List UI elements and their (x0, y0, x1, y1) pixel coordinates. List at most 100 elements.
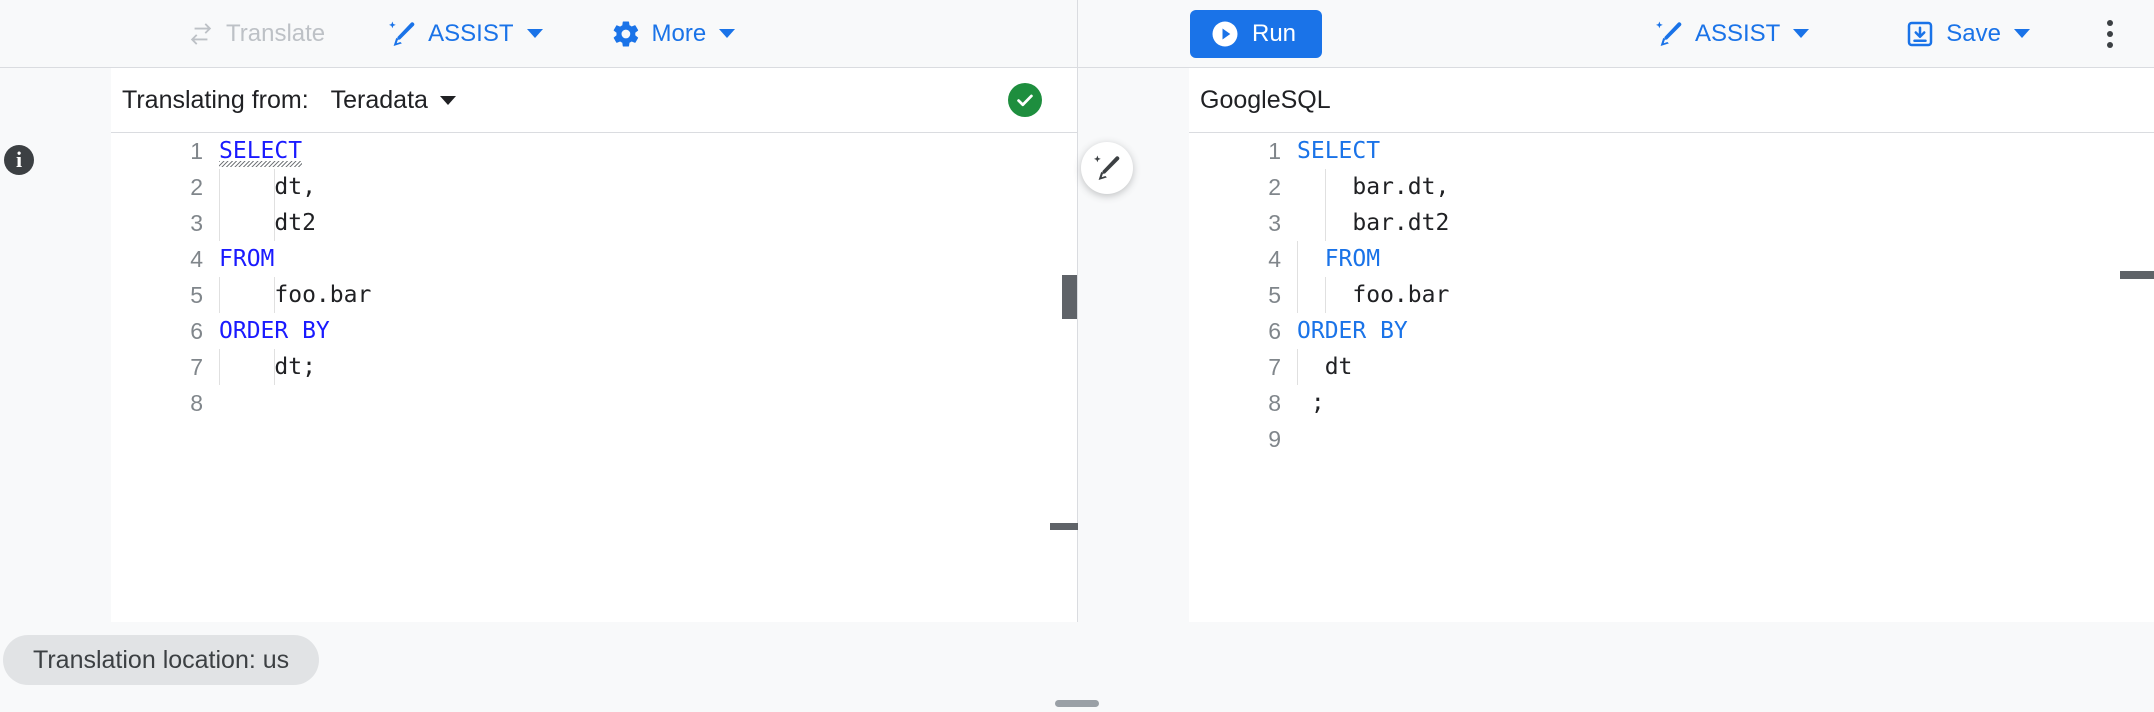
indent-guide (1297, 241, 1298, 277)
chevron-down-icon (2014, 29, 2030, 38)
code-text: SELECT (219, 138, 303, 164)
line-number: 6 (1268, 318, 1281, 344)
footer-bar: Translation location: us (0, 622, 2154, 712)
validation-status-badge (1008, 83, 1042, 117)
translating-from-label: Translating from: (122, 85, 309, 114)
line-number: 4 (1268, 246, 1281, 272)
code-line[interactable]: 7 dt; (111, 349, 1077, 385)
code-text: foo.bar (219, 282, 372, 308)
save-icon (1905, 19, 1935, 49)
source-horizontal-scrollbar[interactable] (1050, 523, 1078, 530)
line-number: 4 (190, 246, 203, 272)
code-text: ; (1297, 390, 1325, 416)
code-text: dt (1297, 354, 1353, 380)
source-vertical-scrollbar[interactable] (1062, 275, 1077, 319)
source-assist-button[interactable]: ASSIST (373, 11, 556, 57)
line-number: 1 (1268, 138, 1281, 164)
source-dialect-bar: Translating from: Teradata (0, 68, 1078, 133)
source-dialect-dropdown[interactable]: Teradata (331, 86, 456, 115)
target-assist-button[interactable]: ASSIST (1640, 11, 1823, 57)
panel-resize-handle[interactable] (1055, 700, 1099, 707)
line-number: 7 (1268, 354, 1281, 380)
target-dialect-value: GoogleSQL (1200, 85, 1331, 114)
line-number: 9 (1268, 426, 1281, 452)
code-line[interactable]: 5 foo.bar (111, 277, 1077, 313)
source-toolbar: Translate ASSIST (0, 0, 1078, 68)
translate-label: Translate (226, 19, 326, 47)
source-dialect-value: Teradata (330, 85, 428, 114)
line-number: 7 (190, 354, 203, 380)
code-line[interactable]: 1 SELECT (111, 133, 1077, 169)
code-text: FROM (1297, 246, 1381, 272)
line-number: 8 (190, 390, 203, 416)
magic-wand-icon (387, 19, 417, 49)
indent-guide (1324, 169, 1326, 205)
code-line[interactable]: 7 dt (1189, 349, 2154, 385)
error-squiggle (219, 161, 303, 167)
save-label: Save (1946, 19, 2001, 47)
code-text: bar.dt2 (1297, 210, 1450, 236)
code-text: ORDER BY (219, 318, 330, 344)
indent-guide (219, 169, 220, 205)
magic-wand-icon (1094, 155, 1120, 180)
code-text: SELECT (1297, 138, 1381, 164)
code-text: foo.bar (1297, 282, 1450, 308)
indent-guide (219, 205, 220, 241)
target-horizontal-scrollbar[interactable] (2120, 271, 2154, 279)
line-number: 2 (190, 174, 203, 200)
indent-guide (219, 277, 220, 313)
code-text: ORDER BY (1297, 318, 1408, 344)
code-line[interactable]: 4 FROM (1189, 241, 2154, 277)
save-button[interactable]: Save (1891, 11, 2044, 57)
indent-guide (274, 205, 276, 241)
code-text: dt, (219, 174, 316, 200)
code-line[interactable]: 3 dt2 (111, 205, 1077, 241)
code-line[interactable]: 3 bar.dt2 (1189, 205, 2154, 241)
line-number: 3 (190, 210, 203, 236)
target-magic-wand-button[interactable] (1081, 142, 1133, 194)
code-line[interactable]: 6 ORDER BY (111, 313, 1077, 349)
info-icon[interactable]: i (4, 145, 34, 175)
code-text: dt2 (219, 210, 316, 236)
code-text: dt; (219, 354, 316, 380)
code-line[interactable]: 5 foo.bar (1189, 277, 2154, 313)
code-line[interactable]: 9 (1189, 421, 2154, 457)
code-line[interactable]: 2 bar.dt, (1189, 169, 2154, 205)
code-line[interactable]: 8 (111, 385, 1077, 421)
source-gutter: i (0, 133, 111, 622)
indent-guide (219, 349, 220, 385)
code-line[interactable]: 6 ORDER BY (1189, 313, 2154, 349)
code-line[interactable]: 2 dt, (111, 169, 1077, 205)
line-number: 6 (190, 318, 203, 344)
code-line[interactable]: 8 ; (1189, 385, 2154, 421)
chevron-down-icon (719, 29, 736, 38)
indent-guide (274, 349, 276, 385)
translate-button[interactable]: Translate (173, 11, 339, 57)
indent-guide (274, 277, 276, 313)
line-number: 8 (1268, 390, 1281, 416)
translation-location-pill: Translation location: us (3, 635, 320, 685)
indent-guide (1324, 205, 1326, 241)
line-number: 1 (190, 138, 203, 164)
indent-guide (1297, 349, 1298, 385)
target-assist-label: ASSIST (1694, 19, 1781, 47)
indent-guide (1324, 277, 1326, 313)
target-gutter (1079, 133, 1189, 622)
line-number: 2 (1268, 174, 1281, 200)
translation-location-label: Translation location: us (33, 645, 290, 674)
code-text: bar.dt, (1297, 174, 1450, 200)
play-circle-icon (1210, 19, 1240, 49)
code-line[interactable]: 1 SELECT (1189, 133, 2154, 169)
more-button[interactable]: More (597, 11, 750, 57)
run-button[interactable]: Run (1190, 9, 1323, 58)
magic-wand-icon (1654, 19, 1684, 49)
chevron-down-icon (526, 29, 543, 38)
target-dialect-bar: GoogleSQL (1079, 68, 2154, 133)
overflow-menu-icon[interactable] (2088, 12, 2132, 56)
